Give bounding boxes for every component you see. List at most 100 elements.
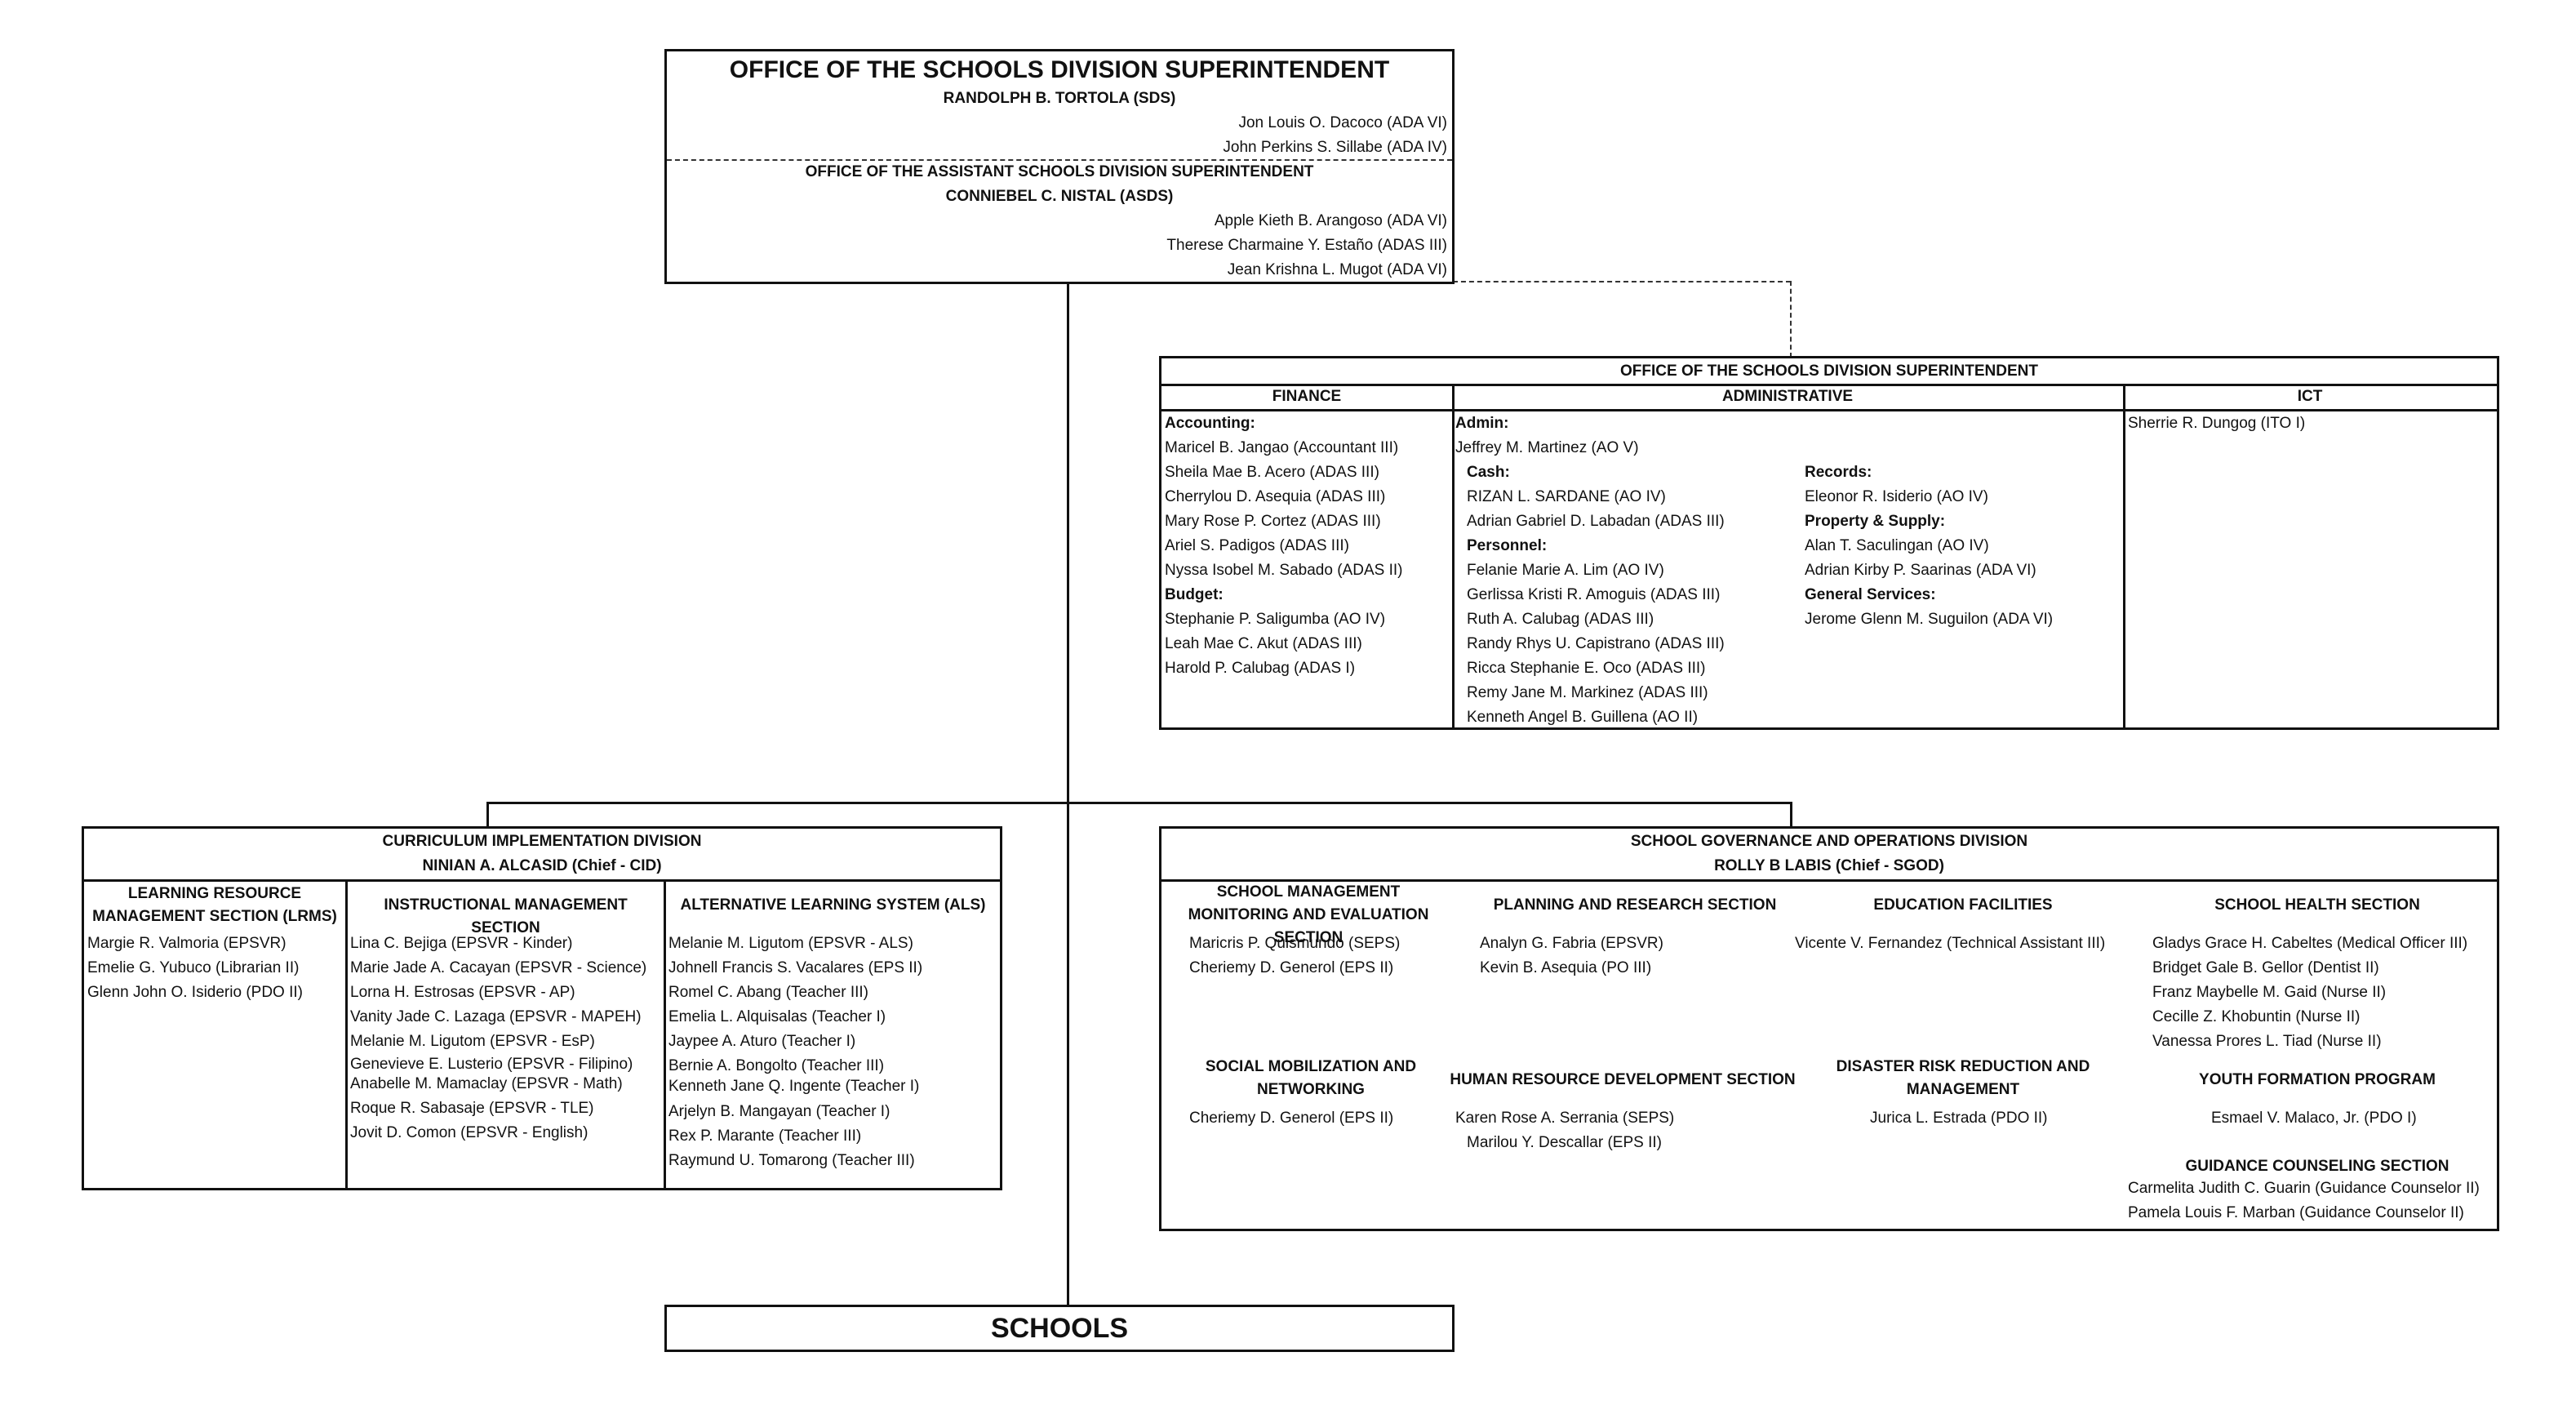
personnel-staff-4: Randy Rhys U. Capistrano (ADAS III) [1467,635,1725,652]
ict-staff: Sherrie R. Dungog (ITO I) [2128,415,2306,432]
lrms-staff-2: Emelie G. Yubuco (Librarian II) [87,959,300,976]
lrms-staff-3: Glenn John O. Isiderio (PDO II) [87,984,303,1001]
personnel-label: Personnel: [1467,537,1548,554]
cash-staff-1: RIZAN L. SARDANE (AO IV) [1467,488,1666,505]
ims-staff-8: Roque R. Sabasaje (EPSVR - TLE) [350,1100,594,1117]
finance-admin-divider [1452,384,1455,727]
als-staff-5: Jaypee A. Aturo (Teacher I) [668,1033,856,1050]
asds-staff-3: Jean Krishna L. Mugot (ADA VI) [1227,261,1447,278]
ims-staff-2: Marie Jade A. Cacayan (EPSVR - Science) [350,959,647,976]
asds-title: OFFICE OF THE ASSISTANT SCHOOLS DIVISION… [805,163,1314,180]
ims-staff-4: Vanity Jade C. Lazaga (EPSVR - MAPEH) [350,1008,642,1025]
cid-col-divider-1 [345,879,348,1188]
property-staff-2: Adrian Kirby P. Saarinas (ADA VI) [1805,562,2036,579]
sds-title: OFFICE OF THE SCHOOLS DIVISION SUPERINTE… [729,56,1390,83]
support-header-divider [1161,409,2497,411]
als-staff-3: Romel C. Abang (Teacher III) [668,984,868,1001]
gcs-header: GUIDANCE COUNSELING SECTION [2185,1158,2449,1175]
ims-staff-6: Genevieve E. Lusterio (EPSVR - Filipino) [350,1056,633,1073]
als-staff-1: Melanie M. Ligutom (EPSVR - ALS) [668,935,913,952]
smme-staff-2: Cheriemy D. Generol (EPS II) [1189,959,1394,976]
general-services-label: General Services: [1805,586,1936,603]
drrm-staff-1: Jurica L. Estrada (PDO II) [1870,1110,2048,1127]
gcs-staff-2: Pamela Louis F. Marban (Guidance Counsel… [2128,1204,2464,1221]
budget-staff-2: Leah Mae C. Akut (ADAS III) [1165,635,1362,652]
property-label: Property & Supply: [1805,513,1946,530]
yfp-staff-1: Esmael V. Malaco, Jr. (PDO I) [2211,1110,2417,1127]
finance-header: FINANCE [1272,388,1342,405]
hrd-staff-2: Marilou Y. Descallar (EPS II) [1467,1134,1662,1151]
accounting-staff-4: Mary Rose P. Cortez (ADAS III) [1165,513,1381,530]
shs-staff-2: Bridget Gale B. Gellor (Dentist II) [2152,959,2379,976]
ef-header: EDUCATION FACILITIES [1873,896,2053,914]
als-staff-8: Arjelyn B. Mangayan (Teacher I) [668,1103,890,1120]
als-staff-6: Bernie A. Bongolto (Teacher III) [668,1057,885,1074]
budget-label: Budget: [1165,586,1224,603]
records-staff: Eleonor R. Isiderio (AO IV) [1805,488,1988,505]
sds-office-box: OFFICE OF THE SCHOOLS DIVISION SUPERINTE… [664,49,1455,284]
sgod-branch-line [1790,802,1792,829]
prs-staff-2: Kevin B. Asequia (PO III) [1480,959,1652,976]
records-label: Records: [1805,464,1872,481]
shs-staff-3: Franz Maybelle M. Gaid (Nurse II) [2152,984,2387,1001]
als-header: ALTERNATIVE LEARNING SYSTEM (ALS) [680,896,986,914]
budget-staff-1: Stephanie P. Saligumba (AO IV) [1165,611,1386,628]
ims-staff-5: Melanie M. Ligutom (EPSVR - EsP) [350,1033,595,1050]
lrms-staff-1: Margie R. Valmoria (EPSVR) [87,935,286,952]
als-staff-4: Emelia L. Alquisalas (Teacher I) [668,1008,886,1025]
sds-support-box: OFFICE OF THE SCHOOLS DIVISION SUPERINTE… [1159,356,2499,730]
sgod-title: SCHOOL GOVERNANCE AND OPERATIONS DIVISIO… [1630,833,2028,850]
budget-staff-3: Harold P. Calubag (ADAS I) [1165,660,1356,677]
accounting-staff-6: Nyssa Isobel M. Sabado (ADAS II) [1165,562,1403,579]
personnel-staff-2: Gerlissa Kristi R. Amoguis (ADAS III) [1467,586,1721,603]
als-staff-2: Johnell Francis S. Vacalares (EPS II) [668,959,923,976]
personnel-staff-3: Ruth A. Calubag (ADAS III) [1467,611,1654,628]
drrm-header: DISASTER RISK REDUCTION AND MANAGEMENT [1836,1058,2090,1098]
admin-staff: Jeffrey M. Martinez (AO V) [1455,439,1639,456]
shs-header: SCHOOL HEALTH SECTION [2214,896,2420,914]
sgod-header-divider [1161,879,2497,882]
hrd-staff-1: Karen Rose A. Serrania (SEPS) [1455,1110,1675,1127]
sds-staff-2: John Perkins S. Sillabe (ADA IV) [1223,139,1447,156]
als-staff-7: Kenneth Jane Q. Ingente (Teacher I) [668,1078,920,1095]
als-staff-10: Raymund U. Tomarong (Teacher III) [668,1152,915,1169]
admin-ict-divider [2123,384,2125,727]
ims-staff-7: Anabelle M. Mamaclay (EPSVR - Math) [350,1075,623,1092]
accounting-staff-2: Sheila Mae B. Acero (ADAS III) [1165,464,1379,481]
cid-box: CURRICULUM IMPLEMENTATION DIVISION NINIA… [82,826,1002,1190]
support-title-divider [1161,384,2497,386]
personnel-staff-6: Remy Jane M. Markinez (ADAS III) [1467,684,1708,701]
sds-staff-1: Jon Louis O. Dacoco (ADA VI) [1238,114,1447,131]
personnel-staff-7: Kenneth Angel B. Guillena (AO II) [1467,709,1699,726]
cash-staff-2: Adrian Gabriel D. Labadan (ADAS III) [1467,513,1725,530]
ims-header: INSTRUCTIONAL MANAGEMENT SECTION [384,896,628,936]
division-branch-line [486,802,1792,804]
asds-head: CONNIEBEL C. NISTAL (ASDS) [945,188,1174,205]
cid-title: CURRICULUM IMPLEMENTATION DIVISION [382,833,702,850]
cid-branch-line [486,802,489,829]
ef-staff-1: Vicente V. Fernandez (Technical Assistan… [1795,935,2106,952]
asds-staff-1: Apple Kieth B. Arangoso (ADA VI) [1214,212,1447,229]
yfp-header: YOUTH FORMATION PROGRAM [2199,1071,2436,1088]
smn-header: SOCIAL MOBILIZATION AND NETWORKING [1205,1058,1417,1098]
cid-header-divider [84,879,1000,882]
accounting-label: Accounting: [1165,415,1255,432]
accounting-staff-3: Cherrylou D. Asequia (ADAS III) [1165,488,1386,505]
personnel-staff-1: Felanie Marie A. Lim (AO IV) [1467,562,1664,579]
shs-staff-4: Cecille Z. Khobuntin (Nurse II) [2152,1008,2361,1025]
smme-header: SCHOOL MANAGEMENT MONITORING AND EVALUAT… [1188,883,1429,946]
cash-label: Cash: [1467,464,1510,481]
support-dashed-line [1453,281,1791,282]
property-staff-1: Alan T. Saculingan (AO IV) [1805,537,1989,554]
schools-label: SCHOOLS [990,1313,1129,1344]
ict-header: ICT [2297,388,2323,405]
admin-label: Admin: [1455,415,1509,432]
cid-col-divider-2 [664,879,666,1188]
hrd-header: HUMAN RESOURCE DEVELOPMENT SECTION [1450,1071,1796,1088]
accounting-staff-5: Ariel S. Padigos (ADAS III) [1165,537,1349,554]
administrative-header: ADMINISTRATIVE [1721,388,1854,405]
personnel-staff-5: Ricca Stephanie E. Oco (ADAS III) [1467,660,1706,677]
accounting-staff-1: Maricel B. Jangao (Accountant III) [1165,439,1399,456]
schools-box: SCHOOLS [664,1305,1455,1352]
shs-staff-1: Gladys Grace H. Cabeltes (Medical Office… [2152,935,2468,952]
